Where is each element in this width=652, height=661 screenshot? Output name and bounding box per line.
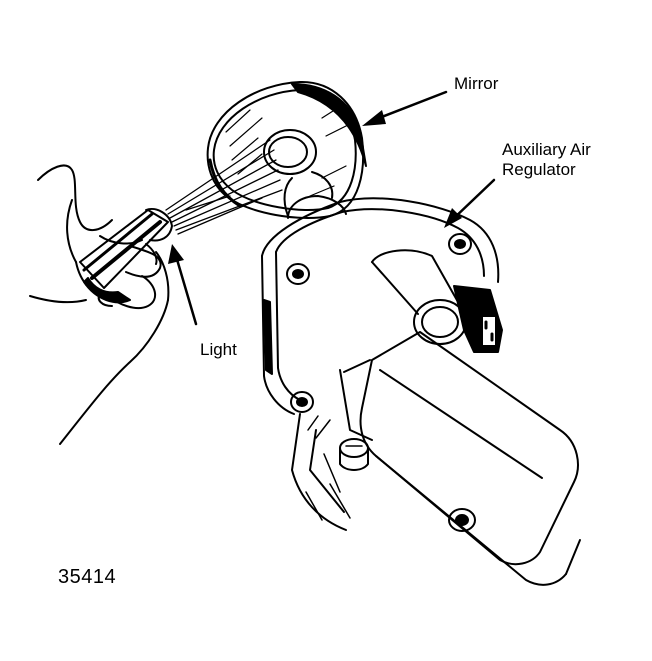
light-beam [165,139,283,235]
light-label: Light [200,340,237,359]
callout-arrows [174,90,496,326]
mirror-label: Mirror [454,74,499,93]
figure-number: 35414 [58,566,117,588]
hand-with-flashlight [29,164,173,445]
auxiliary-air-regulator-label: Auxiliary Air Regulator [502,140,591,180]
inspection-mirror [206,80,367,219]
auxiliary-air-regulator-label-line2: Regulator [502,160,576,179]
auxiliary-air-regulator-label-line1: Auxiliary Air [502,140,591,159]
auxiliary-air-regulator [261,195,581,586]
